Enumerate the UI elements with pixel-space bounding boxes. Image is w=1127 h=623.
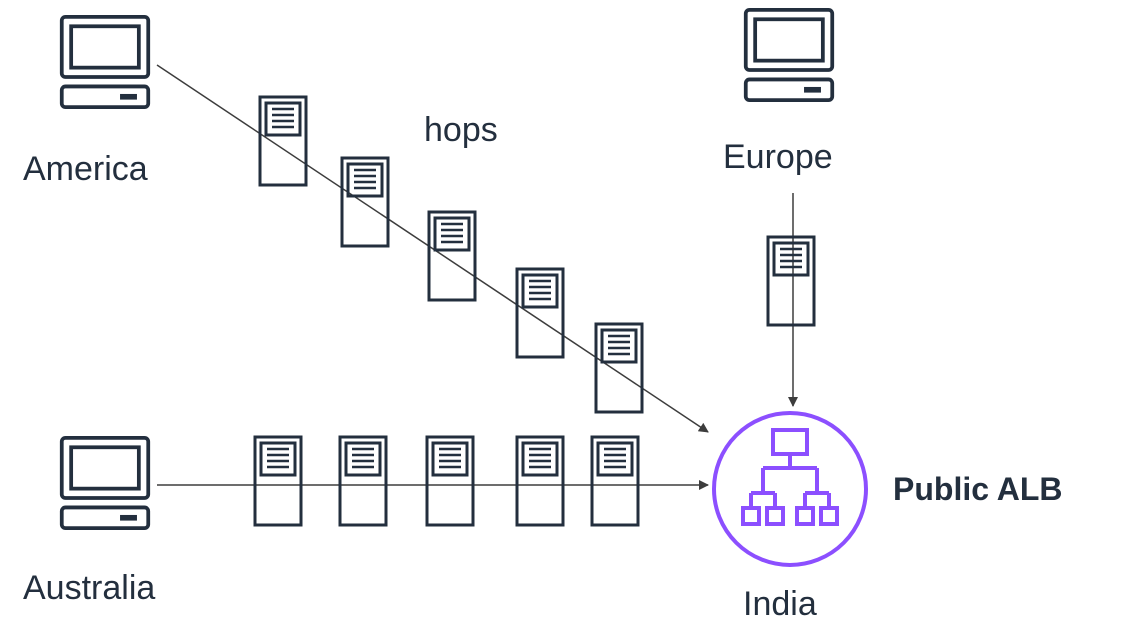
america-computer-icon xyxy=(59,15,151,109)
hop-server-icon xyxy=(515,267,565,359)
america-label: America xyxy=(23,150,148,188)
hop-server-icon xyxy=(590,435,640,527)
europe-label: Europe xyxy=(723,138,833,176)
europe-computer-icon xyxy=(743,8,835,102)
hop-server-icon xyxy=(425,435,475,527)
public-alb-label: Public ALB xyxy=(893,471,1063,507)
america-to-india-connection xyxy=(156,64,709,433)
application-load-balancer-icon xyxy=(712,411,868,567)
hop-server-icon xyxy=(258,95,308,187)
hop-server-icon xyxy=(338,435,388,527)
hop-server-icon xyxy=(515,435,565,527)
hop-server-icon xyxy=(766,235,816,327)
hop-server-icon xyxy=(427,210,477,302)
india-label: India xyxy=(743,585,817,623)
hop-server-icon xyxy=(253,435,303,527)
hop-server-icon xyxy=(340,156,390,248)
hops-label: hops xyxy=(424,111,498,149)
hop-server-icon xyxy=(594,322,644,414)
australia-label: Australia xyxy=(23,569,156,607)
australia-computer-icon xyxy=(59,436,151,530)
